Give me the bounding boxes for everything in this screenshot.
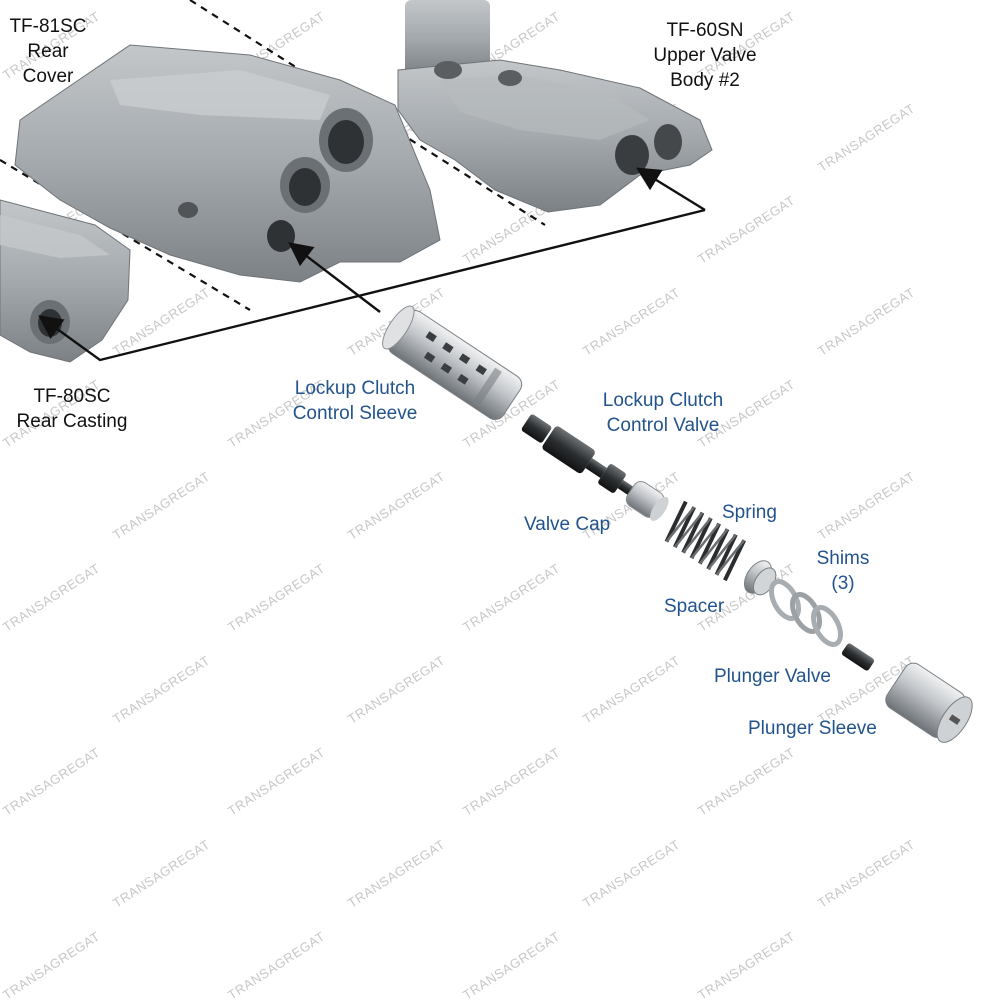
- label-upper-valve-body: TF-60SN Upper Valve Body #2: [640, 18, 770, 93]
- label-shims-line1: Shims: [816, 548, 870, 569]
- valve-cap-part: [625, 480, 669, 521]
- plunger-valve-part: [841, 643, 875, 671]
- shims-part: [768, 579, 844, 647]
- spring-part: [664, 500, 746, 582]
- arrow-to-rear-casting: [38, 208, 706, 362]
- label-lockup-clutch-control-sleeve: Lockup Clutch Control Sleeve: [280, 376, 430, 426]
- label-plunger-sleeve: Plunger Sleeve: [748, 718, 877, 739]
- arrow-to-upper-valve-body: [635, 167, 706, 212]
- label-lockup-sleeve-line2: Control Sleeve: [292, 403, 418, 424]
- label-rear-casting-line1: TF-80SC: [33, 386, 111, 407]
- label-rear-cover-line3: Cover: [22, 66, 74, 87]
- label-rear-cover-line1: TF-81SC: [9, 16, 87, 37]
- label-lockup-sleeve-line1: Lockup Clutch: [294, 378, 416, 399]
- label-shims: Shims (3): [808, 546, 878, 596]
- label-upper-valve-body-line3: Body #2: [670, 70, 740, 91]
- label-lockup-valve-line2: Control Valve: [606, 415, 720, 436]
- label-lockup-clutch-control-valve: Lockup Clutch Control Valve: [588, 388, 738, 438]
- label-spring: Spring: [722, 502, 777, 523]
- label-spacer: Spacer: [664, 596, 725, 617]
- plunger-sleeve-part: [885, 662, 973, 743]
- label-valve-cap: Valve Cap: [524, 514, 611, 535]
- rear-cover-casting: [14, 44, 441, 283]
- lockup-clutch-control-valve: [521, 414, 635, 496]
- label-upper-valve-body-line1: TF-60SN: [666, 20, 744, 41]
- label-plunger-valve: Plunger Valve: [714, 666, 831, 687]
- lockup-clutch-control-sleeve: [382, 305, 523, 421]
- label-rear-cover: TF-81SC Rear Cover: [8, 14, 88, 89]
- upper-valve-body-casting: [397, 0, 713, 213]
- label-upper-valve-body-line2: Upper Valve: [653, 45, 757, 66]
- label-rear-casting-line2: Rear Casting: [16, 411, 128, 432]
- label-rear-casting: TF-80SC Rear Casting: [2, 384, 142, 434]
- spacer-part: [743, 560, 777, 596]
- label-lockup-valve-line1: Lockup Clutch: [602, 390, 724, 411]
- arrow-to-rear-cover: [288, 242, 381, 313]
- label-shims-line2: (3): [831, 573, 855, 594]
- label-rear-cover-line2: Rear: [27, 41, 69, 62]
